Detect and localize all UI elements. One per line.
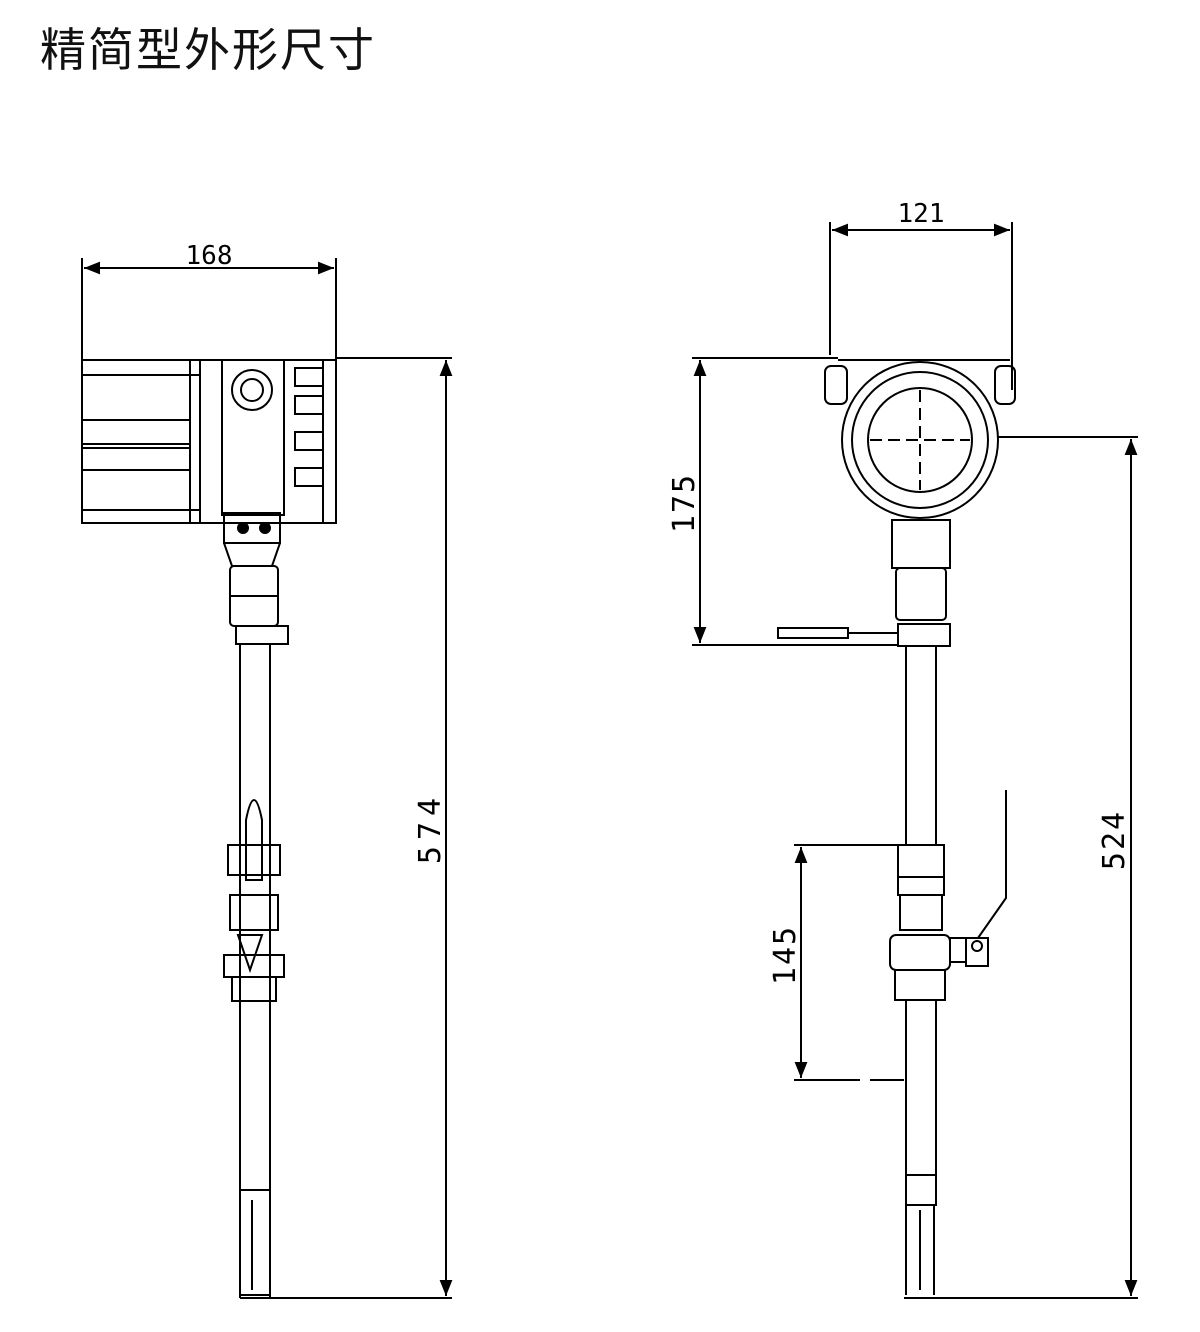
width-168-label: 168 xyxy=(186,241,233,271)
length-524-label: 524 xyxy=(1097,810,1132,870)
height-574-label: 574 xyxy=(413,792,448,864)
page-title: 精简型外形尺寸 xyxy=(40,23,376,77)
housing-body xyxy=(81,359,337,524)
height-175-label: 175 xyxy=(667,473,702,533)
side-panel xyxy=(221,359,285,516)
width-121-label: 121 xyxy=(898,199,945,229)
front-view xyxy=(692,222,1138,1299)
valve-body xyxy=(889,934,951,971)
side-knob xyxy=(231,369,273,411)
head-outer-circle xyxy=(841,361,999,519)
length-145-label: 145 xyxy=(768,925,803,985)
side-view xyxy=(81,258,453,1299)
